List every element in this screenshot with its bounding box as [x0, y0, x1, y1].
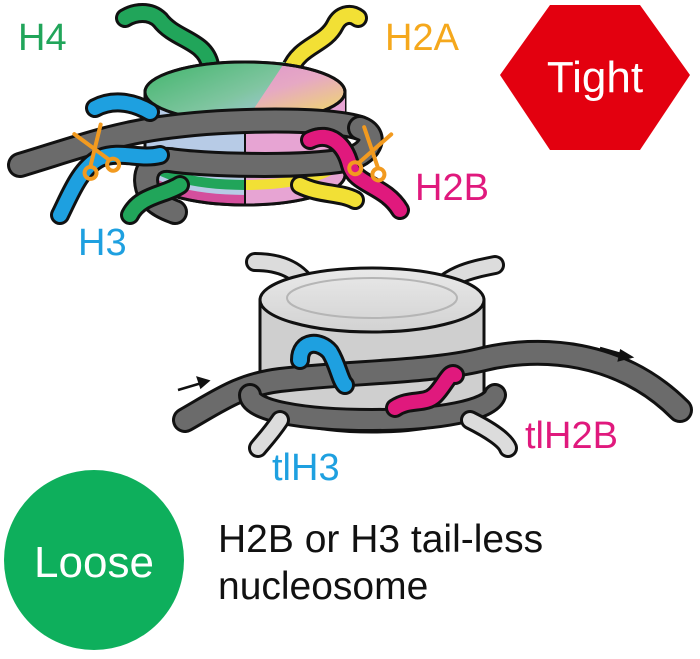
- loose-nucleosome: [172, 252, 693, 458]
- tight-badge-label: Tight: [547, 53, 643, 102]
- label-h2b: H2B: [415, 167, 489, 209]
- tight-badge: Tight: [500, 5, 690, 150]
- scissors-icon: [72, 122, 122, 181]
- label-tl-h2b: tlH2B: [525, 415, 618, 457]
- caption-line-1: H2B or H3 tail-less: [218, 518, 544, 561]
- loose-badge-label: Loose: [34, 538, 154, 587]
- tight-nucleosome: [7, 3, 410, 225]
- arrow-right-icon: [177, 376, 211, 392]
- loose-badge: Loose: [4, 470, 184, 650]
- label-tl-h3: tlH3: [272, 447, 340, 489]
- caption: H2B or H3 tail-less nucleosome: [218, 516, 543, 610]
- label-h4: H4: [18, 17, 67, 59]
- scissors-icon: [347, 125, 394, 183]
- caption-line-2: nucleosome: [218, 565, 429, 608]
- arrow-right-icon: [599, 346, 635, 362]
- label-h2a: H2A: [385, 17, 460, 59]
- label-h3: H3: [78, 222, 127, 264]
